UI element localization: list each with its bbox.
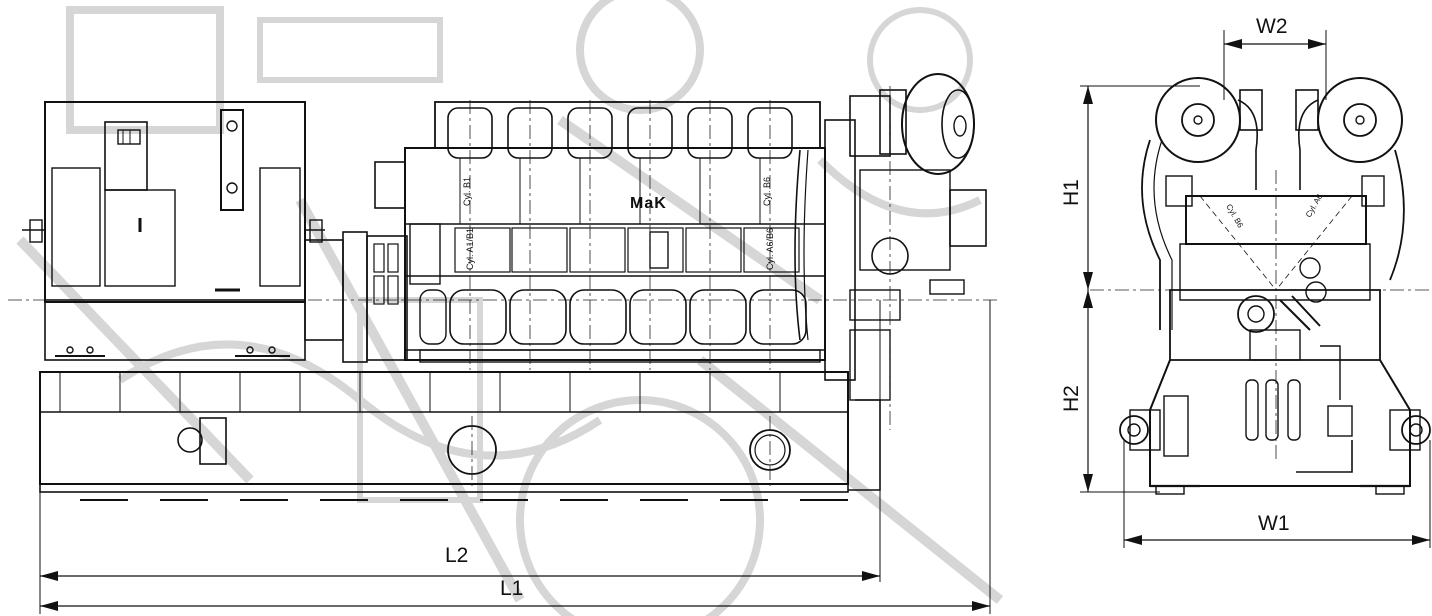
generator bbox=[22, 101, 344, 361]
front-view: Cyl. B6 Cyl. A6 bbox=[1060, 15, 1431, 548]
cyl-a6b6-label: Cyl. A6/B6 bbox=[765, 228, 775, 270]
turbocharger-left bbox=[1155, 77, 1241, 163]
turbocharger-right bbox=[1317, 77, 1403, 163]
width-dimensions: W2 W1 bbox=[1123, 15, 1431, 548]
coupling bbox=[304, 239, 344, 341]
cyl-b6-label: Cyl. B6 bbox=[762, 177, 772, 206]
flywheel-housing bbox=[342, 231, 408, 363]
lifting-lug bbox=[220, 109, 244, 211]
dim-l1-label: L1 bbox=[500, 577, 523, 600]
base-frame bbox=[39, 371, 849, 501]
turbocharger-side bbox=[794, 73, 987, 491]
cyl-a1b1-label: Cyl. A1/B1 bbox=[465, 228, 475, 270]
dim-h1-label: H1 bbox=[1060, 179, 1083, 206]
dim-h2-label: H2 bbox=[1060, 385, 1083, 412]
cyl-b1-label: Cyl. B1 bbox=[462, 177, 472, 206]
brand-logo: MaK bbox=[630, 195, 667, 212]
length-dimensions: L2 L1 bbox=[39, 300, 991, 614]
cyl-b6-end-label: Cyl. B6 bbox=[1224, 203, 1245, 230]
turbocharger-casing bbox=[901, 73, 975, 175]
base-frame-front bbox=[1119, 409, 1431, 495]
dim-l2-label: L2 bbox=[445, 544, 468, 567]
charge-air-cooler bbox=[949, 189, 987, 247]
turbochargers-front bbox=[1155, 77, 1403, 190]
dim-w2-label: W2 bbox=[1256, 15, 1288, 38]
engine-block: Cyl. B1 Cyl. B6 Cyl. A1/B1 Cyl. A6/B6 Ma… bbox=[374, 100, 826, 370]
base-opening-3 bbox=[177, 427, 203, 453]
side-view: Cyl. B1 Cyl. B6 Cyl. A1/B1 Cyl. A6/B6 Ma… bbox=[8, 73, 1000, 614]
engine-block-front bbox=[1149, 243, 1411, 487]
dim-w1-label: W1 bbox=[1258, 512, 1290, 535]
height-dimensions: H1 H2 bbox=[1060, 85, 1200, 493]
